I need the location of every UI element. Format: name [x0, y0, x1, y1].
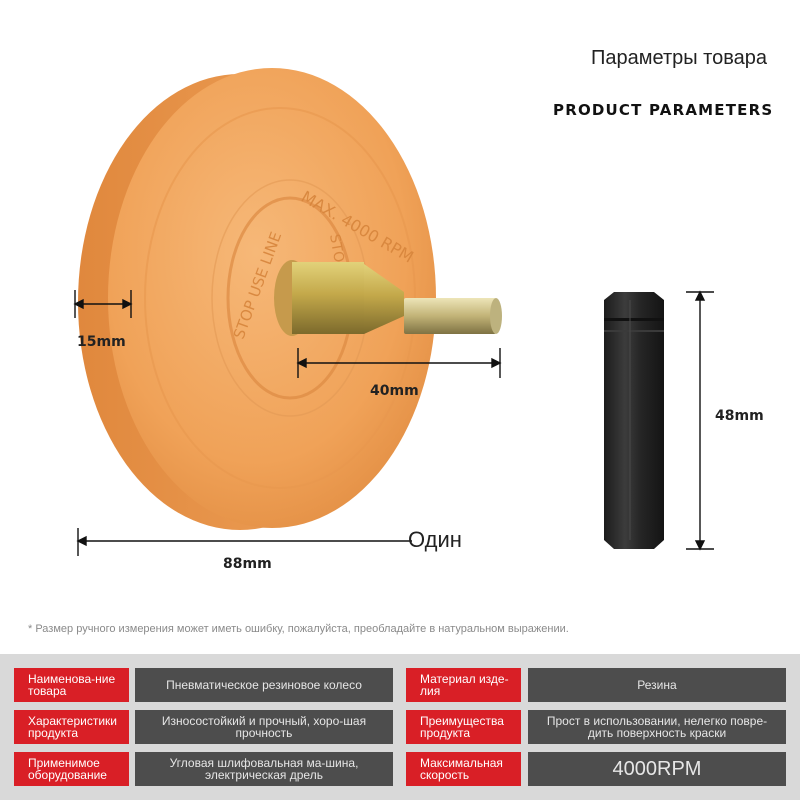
param-value-speed: 4000RPM: [528, 752, 786, 786]
param-value-advantages: Прост в использовании, нелегко повре-дит…: [528, 710, 786, 744]
hex-bit: [604, 292, 664, 549]
param-label-name: Наименова-ние товара: [14, 668, 129, 702]
metal-mandrel: [274, 260, 502, 336]
shaft-length-label: 40mm: [370, 383, 419, 399]
title-english: PRODUCT PARAMETERS: [553, 101, 774, 119]
param-label-speed: Максимальная скорость: [406, 752, 521, 786]
product-drawing: MAX. 4000 RPM STOP USE LINE STOP: [73, 68, 714, 556]
dimension-lines: [73, 290, 714, 556]
measurement-note: * Размер ручного измерения может иметь о…: [28, 623, 569, 635]
thickness-label: 15mm: [77, 334, 126, 350]
param-label-material: Материал изде-лия: [406, 668, 521, 702]
rubber-wheel: MAX. 4000 RPM STOP USE LINE STOP: [78, 68, 436, 530]
params-table: Наименова-ние товара Пневматическое рези…: [0, 654, 800, 800]
product-illustration: MAX. 4000 RPM STOP USE LINE STOP: [73, 68, 764, 572]
bit-length-label: 48mm: [715, 408, 764, 424]
param-value-features: Износостойкий и прочный, хоро-шая прочно…: [135, 710, 393, 744]
param-value-equipment: Угловая шлифовальная ма-шина, электричес…: [135, 752, 393, 786]
diameter-label: 88mm: [223, 556, 272, 572]
param-value-material: Резина: [528, 668, 786, 702]
param-label-equipment: Применимое оборудование: [14, 752, 129, 786]
quantity-label: Один: [408, 527, 462, 552]
title-russian: Параметры товара: [591, 47, 767, 69]
param-value-name: Пневматическое резиновое колесо: [135, 668, 393, 702]
param-label-features: Характеристики продукта: [14, 710, 129, 744]
param-label-advantages: Преимущества продукта: [406, 710, 521, 744]
